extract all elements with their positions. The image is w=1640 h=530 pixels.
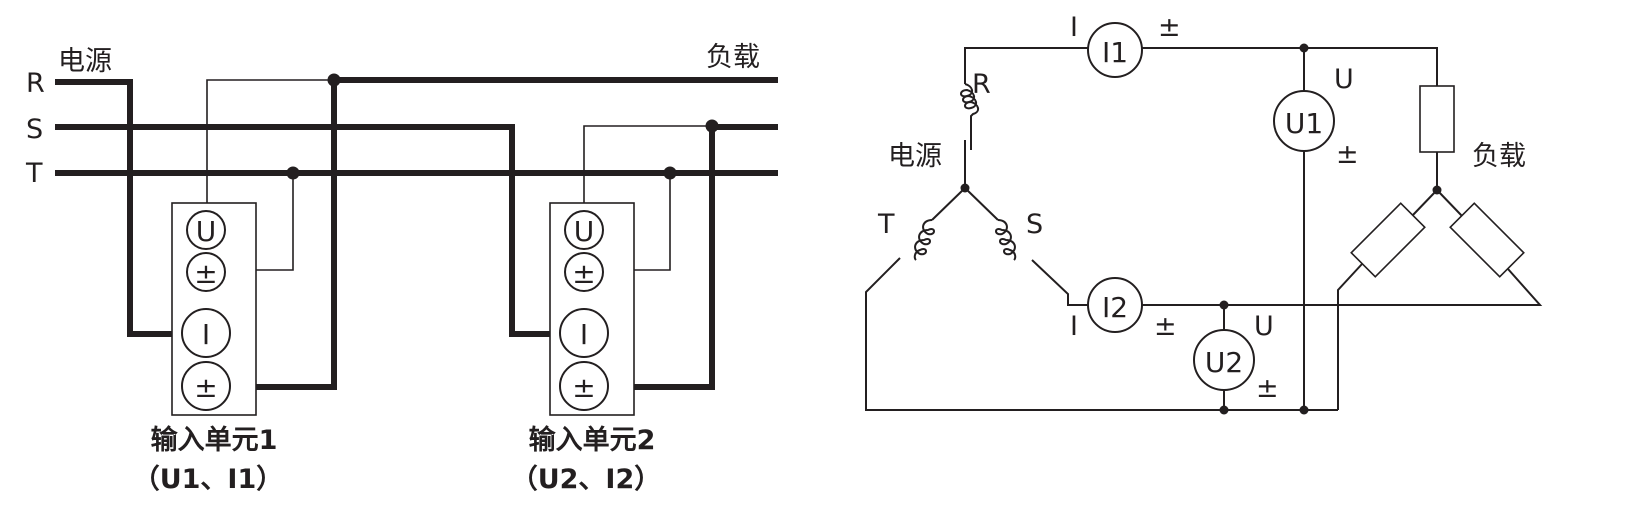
load-wire-left: [1411, 189, 1438, 217]
unit2-u-pm-label: ±: [572, 257, 595, 290]
left-unit1-return: [230, 80, 337, 390]
right-diagram: I1 I2 U1 U2 I ± I ± U ± U ± R S T 电源 负载: [865, 12, 1543, 415]
load-resistor-top: [1419, 85, 1455, 153]
unit2-u-label: U: [574, 215, 595, 248]
unit1-subtitle: （U1、I1）: [133, 464, 284, 495]
r-coil-icon: [960, 83, 979, 150]
load-resistor-left: [1350, 202, 1426, 278]
unit1-u-terminal: [186, 210, 226, 250]
left-unit2-u-lead: [583, 125, 712, 213]
input-unit-2: U ± I ± 输入单元2 （U2、I2）: [511, 202, 662, 495]
i2-pm-mark: ±: [1154, 311, 1177, 342]
s-branch-wire: [964, 187, 999, 221]
right-junction-u1-top: [1299, 43, 1309, 53]
meter-i2-label: I2: [1102, 291, 1128, 324]
right-source-label: 电源: [888, 141, 942, 172]
left-load-label: 负载: [706, 42, 760, 73]
unit2-u-terminal: [564, 210, 604, 250]
unit1-i-terminal: [181, 308, 231, 358]
s-branch-wire-2: [1031, 259, 1090, 306]
meter-u2-label: U2: [1205, 346, 1243, 379]
left-unit2-return: [608, 127, 715, 390]
t-branch-wire-2: [865, 257, 1338, 411]
left-junction-t1: [286, 166, 300, 180]
unit2-i-pm-label: ±: [572, 371, 595, 404]
meter-i2: [1087, 277, 1143, 333]
unit2-u-pm-terminal: [564, 252, 604, 292]
right-phase-r-label: R: [972, 69, 991, 100]
left-unit1-u-lead: [206, 79, 334, 213]
left-phase-s-label: S: [26, 114, 43, 145]
unit1-title: 输入单元1: [151, 424, 278, 456]
unit1-u-label: U: [196, 215, 217, 248]
unit1-i-pm-terminal: [181, 361, 231, 411]
left-phase-r-label: R: [26, 68, 45, 99]
unit1-u-pm-terminal: [186, 252, 226, 292]
load-wire-left-bottom: [1337, 263, 1363, 410]
right-top-wire-2: [1140, 47, 1438, 86]
u2-voltage-mark: U: [1254, 311, 1274, 342]
unit2-i-pm-terminal: [559, 361, 609, 411]
i1-pm-mark: ±: [1158, 12, 1181, 43]
t-coil-icon: [913, 219, 935, 261]
i1-current-mark: I: [1070, 12, 1078, 43]
left-phase-t-label: T: [25, 158, 43, 189]
load-wire-right: [1436, 189, 1463, 217]
left-line-r: [55, 79, 180, 337]
meter-u1: [1273, 90, 1335, 152]
unit1-i-pm-label: ±: [194, 371, 217, 404]
unit1-u-pm-label: ±: [194, 257, 217, 290]
right-junction-u2-top: [1219, 300, 1229, 310]
unit2-title: 输入单元2: [529, 424, 656, 456]
meter-u1-label: U1: [1285, 107, 1323, 140]
unit2-subtitle: （U2、I2）: [511, 464, 662, 495]
right-phase-s-label: S: [1026, 209, 1043, 240]
right-load-label: 负载: [1472, 141, 1526, 172]
t-branch-wire: [931, 187, 966, 221]
i2-line: [1140, 259, 1543, 306]
right-top-wire: [964, 47, 1090, 84]
load-resistor-right: [1449, 202, 1525, 278]
unit1-i-label: I: [202, 318, 210, 351]
left-source-label: 电源: [58, 46, 112, 77]
right-junction-u2-bottom: [1219, 405, 1229, 415]
left-line-s: [55, 124, 558, 337]
unit2-i-label: I: [580, 318, 588, 351]
left-junction-r: [327, 73, 341, 87]
u1-pm-mark: ±: [1336, 139, 1359, 170]
right-junction-u1-bottom: [1299, 405, 1309, 415]
meter-u2: [1193, 329, 1255, 391]
meter-i1-label: I1: [1102, 36, 1128, 69]
s-coil-icon: [995, 219, 1017, 261]
right-phase-t-label: T: [877, 209, 895, 240]
u2-pm-mark: ±: [1256, 373, 1279, 404]
left-diagram: R S T 电源 负载 U ± I: [25, 42, 778, 495]
input-unit-1: U ± I ± 输入单元1 （U1、I1）: [133, 202, 284, 495]
meter-i1: [1087, 22, 1143, 78]
i2-current-mark: I: [1070, 311, 1078, 342]
left-junction-s: [705, 119, 719, 133]
u1-voltage-mark: U: [1334, 64, 1354, 95]
left-junction-t2: [663, 166, 677, 180]
unit2-i-terminal: [559, 308, 609, 358]
load-star-point: [1432, 185, 1442, 195]
